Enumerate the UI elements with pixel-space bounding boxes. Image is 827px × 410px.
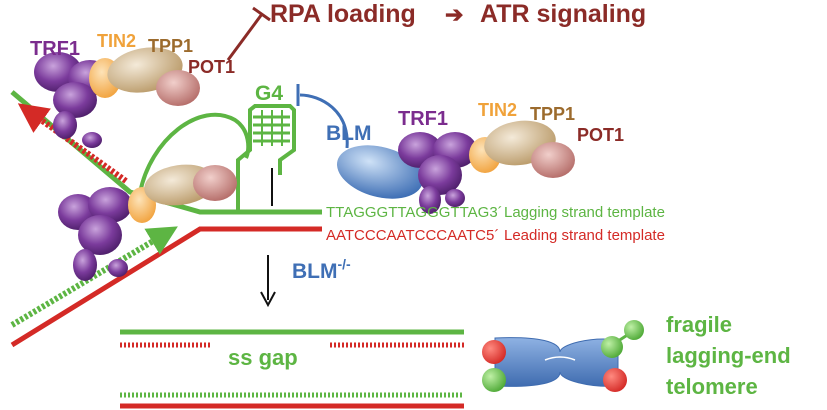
ss-gap-label: ss gap (228, 345, 298, 370)
blm-inhibition-line (299, 93, 349, 149)
blm-label: BLM (326, 122, 372, 145)
shelterin-complex-bottom-left (58, 164, 237, 281)
atr-signaling-label: ATR signaling (480, 0, 646, 28)
tin2-label-right: TIN2 (478, 100, 517, 120)
leading-sequence: AATCCCAATCCCAATC5´ (326, 227, 499, 244)
trf1-label-right: TRF1 (398, 108, 448, 130)
telomere-green-detached (624, 320, 644, 340)
tpp1-label-right: TPP1 (530, 104, 575, 124)
pot1-label-right: POT1 (577, 125, 624, 145)
g-quadruplex (236, 104, 296, 212)
rpa-loading-label: RPA loading (270, 0, 416, 28)
trf1-label-left: TRF1 (30, 38, 80, 60)
arrow-glyph: ➔ (445, 2, 463, 27)
telomere-green-bottom-left (482, 368, 506, 392)
leading-template-strand (10, 226, 322, 348)
telomere-red-top-left (482, 340, 506, 364)
blm-ko-superscript: -/- (338, 256, 352, 272)
shelterin-complex-top-left (34, 47, 200, 148)
blm-ko-label: BLM-/- (292, 256, 351, 283)
fragile-label-line3: telomere (666, 374, 758, 399)
telomere-red-bottom-right (603, 368, 627, 392)
pot1-label-left: POT1 (188, 57, 235, 77)
g4-label: G4 (255, 82, 283, 105)
leading-strand-label: Leading strand template (504, 227, 665, 244)
shelterin-complex-right (398, 120, 575, 214)
fragile-label-line1: fragile (666, 312, 732, 337)
pot1-inhibition-line (226, 13, 264, 61)
lagging-strand-label: Lagging strand template (504, 204, 665, 221)
blm-ko-arrow-head (260, 291, 276, 308)
tin2-label-left: TIN2 (97, 31, 136, 51)
fragile-label-line2: lagging-end (666, 343, 791, 368)
telomere-green-top-right (601, 336, 623, 358)
pot1-inhibition-bar (252, 6, 271, 22)
tpp1-label-left: TPP1 (148, 36, 193, 56)
lagging-sequence: TTAGGGTTAGGGTTAG3´ (326, 204, 503, 221)
